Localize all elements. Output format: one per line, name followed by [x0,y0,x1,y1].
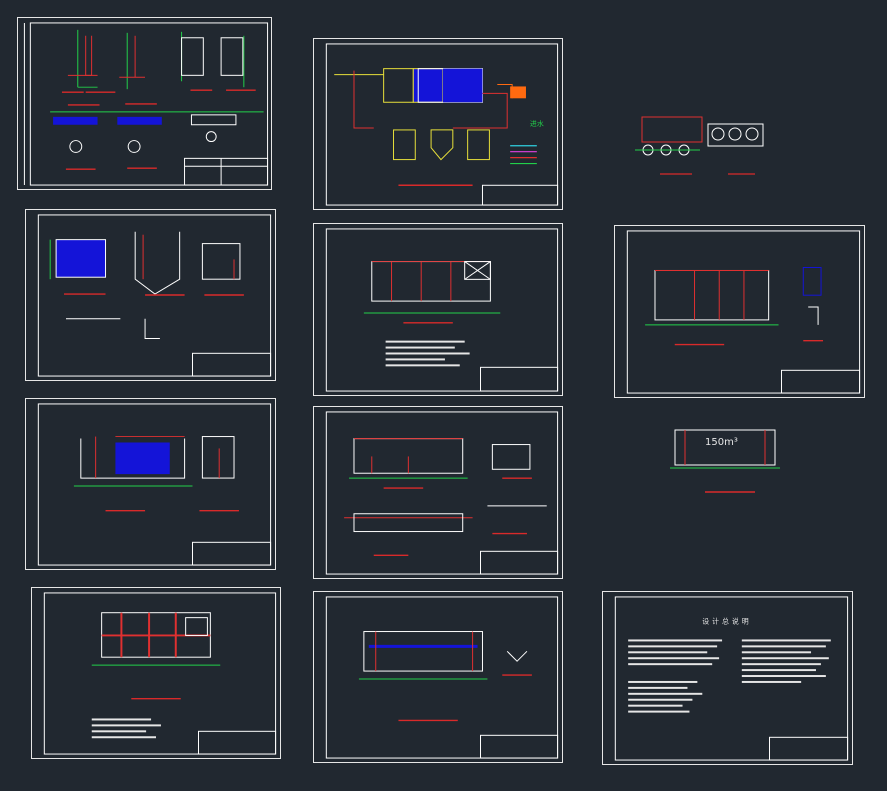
sheet-sections-3-drawing [325,411,559,575]
sheet-general-notes[interactable]: 设计总说明 [602,591,853,765]
sheet-sections-3[interactable] [313,406,563,579]
general-notes-title: 设计总说明 [702,617,751,626]
inflow-label: 进水 [530,119,544,128]
sheet-plan[interactable] [313,223,563,396]
sheet-equipment-layout-drawing [626,230,861,394]
sheet-tank-section[interactable]: 150m³ [670,420,780,500]
sheet-plan-drawing [325,228,559,392]
sheet-process-flow-drawing: 进水 [325,43,559,206]
sheet-tank-section-drawing: 150m³ [670,429,780,493]
sheet-equipment-layout[interactable] [614,225,865,398]
sheet-pipe-layout-drawing [325,596,559,759]
sheet-sections-2[interactable] [25,398,276,570]
sheet-foundation-plan[interactable] [31,587,281,759]
sheet-sections-1-drawing [37,214,272,377]
sheet-pipe-layout[interactable] [313,591,563,763]
sheet-equipment-plan[interactable] [630,112,780,182]
sheet-details-1[interactable] [17,17,272,190]
sheet-sections-2-drawing [37,403,272,566]
sheet-details-1-drawing [23,22,269,186]
sheet-sections-1[interactable] [25,209,276,381]
sheet-process-flow[interactable]: 进水 [313,38,563,210]
sheet-general-notes-drawing: 设计总说明 [614,596,849,761]
tank-volume-label: 150m³ [705,437,738,448]
sheet-foundation-plan-drawing [43,592,277,755]
sheet-equipment-plan-drawing [635,116,764,175]
